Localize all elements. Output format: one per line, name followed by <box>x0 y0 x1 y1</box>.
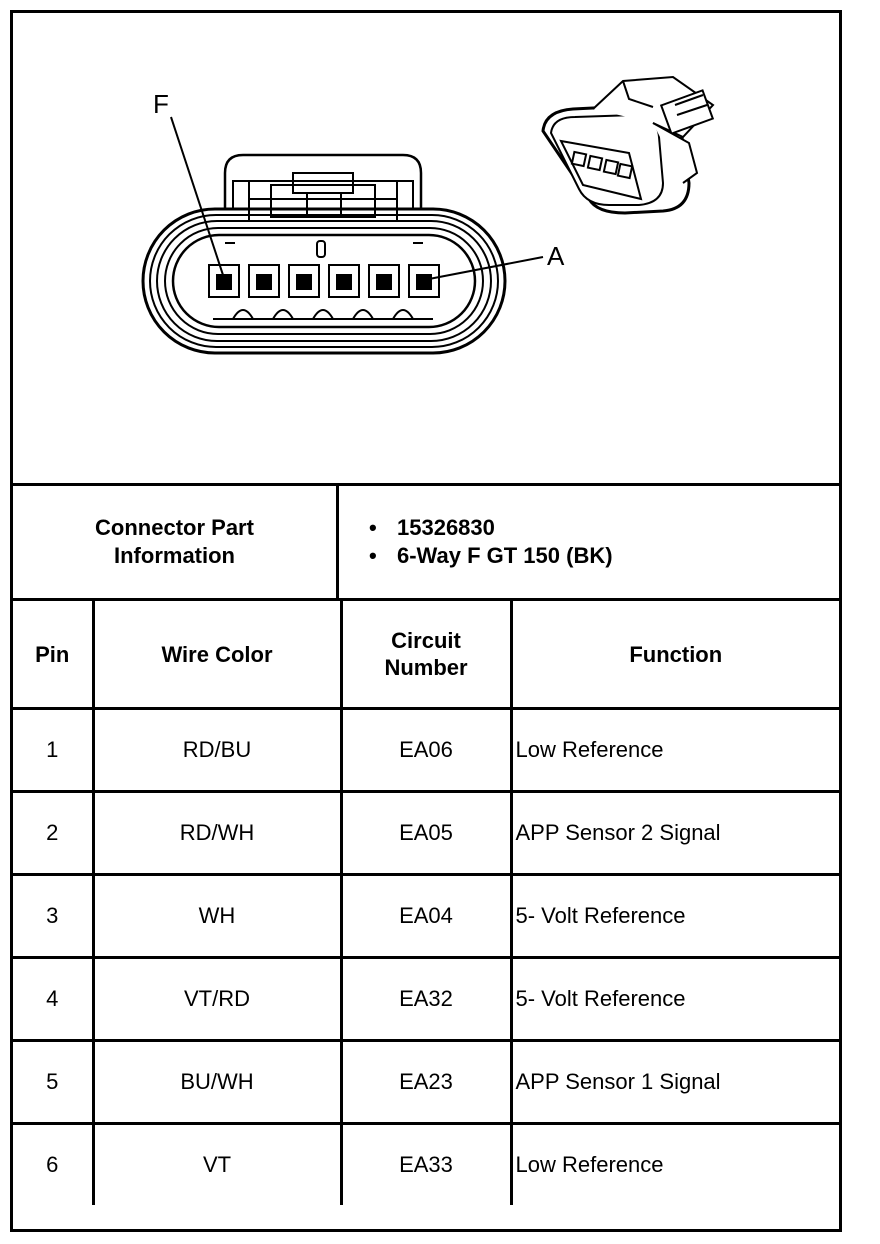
table-row: 6 VT EA33 Low Reference <box>13 1122 839 1205</box>
connector-part-info-list: • 15326830 • 6-Way F GT 150 (BK) <box>339 486 839 598</box>
circuit-header-line2: Number <box>384 655 468 680</box>
pin-a-leader-line <box>428 256 544 280</box>
wire-color-cell: WH <box>91 873 343 959</box>
pin-cell: 1 <box>13 707 95 793</box>
pin-f-leader-line <box>170 116 224 276</box>
circuit-number-header: Circuit Number <box>339 601 513 710</box>
circuit-cell: EA04 <box>339 873 513 959</box>
table-row: 3 WH EA04 5- Volt Reference <box>13 873 839 959</box>
pin-table-header-row: Pin Wire Color Circuit Number Function <box>13 601 839 710</box>
bullet-icon: • <box>369 543 377 568</box>
pin-cell: 5 <box>13 1039 95 1125</box>
connector-type: 6-Way F GT 150 (BK) <box>397 543 613 568</box>
pin-cell: 6 <box>13 1122 95 1205</box>
wire-color-cell: RD/BU <box>91 707 343 793</box>
pin-cell: 4 <box>13 956 95 1042</box>
circuit-cell: EA32 <box>339 956 513 1042</box>
table-row: 1 RD/BU EA06 Low Reference <box>13 707 839 793</box>
wire-color-cell: RD/WH <box>91 790 343 876</box>
pin-header: Pin <box>13 601 95 710</box>
part-number-item: • 15326830 <box>369 514 839 542</box>
connector-type-item: • 6-Way F GT 150 (BK) <box>369 542 839 570</box>
pin-f-label: F <box>153 89 169 119</box>
function-header: Function <box>509 601 839 710</box>
wire-color-cell: VT <box>91 1122 343 1205</box>
function-cell: Low Reference <box>509 707 839 793</box>
pin-cell: 3 <box>13 873 95 959</box>
function-cell: Low Reference <box>509 1122 839 1205</box>
connector-diagram: F A <box>141 75 715 355</box>
table-row: 4 VT/RD EA32 5- Volt Reference <box>13 956 839 1042</box>
connector-part-info-label-cell: Connector Part Information <box>13 486 339 598</box>
circuit-cell: EA33 <box>339 1122 513 1205</box>
wire-color-header: Wire Color <box>91 601 343 710</box>
circuit-header-line1: Circuit <box>391 628 461 653</box>
circuit-cell: EA05 <box>339 790 513 876</box>
function-cell: APP Sensor 2 Signal <box>509 790 839 876</box>
function-cell: APP Sensor 1 Signal <box>509 1039 839 1125</box>
function-cell: 5- Volt Reference <box>509 873 839 959</box>
connector-3d-icon <box>541 75 715 215</box>
connector-part-info-label: Connector Part Information <box>95 515 254 568</box>
pin-table: Pin Wire Color Circuit Number Function 1… <box>13 601 839 1205</box>
bullet-icon: • <box>369 515 377 540</box>
wire-color-cell: VT/RD <box>91 956 343 1042</box>
table-row: 5 BU/WH EA23 APP Sensor 1 Signal <box>13 1039 839 1125</box>
circuit-cell: EA23 <box>339 1039 513 1125</box>
pin-cell: 2 <box>13 790 95 876</box>
pin-a-label: A <box>547 241 565 271</box>
connector-part-info: Connector Part Information • 15326830 • … <box>13 486 839 601</box>
part-number: 15326830 <box>397 515 495 540</box>
circuit-cell: EA06 <box>339 707 513 793</box>
function-cell: 5- Volt Reference <box>509 956 839 1042</box>
wire-color-cell: BU/WH <box>91 1039 343 1125</box>
table-row: 2 RD/WH EA05 APP Sensor 2 Signal <box>13 790 839 876</box>
connector-sheet: F A Connector Part Information <box>10 10 842 1232</box>
connector-face-icon <box>141 153 507 355</box>
connector-figure: F A <box>13 13 839 486</box>
